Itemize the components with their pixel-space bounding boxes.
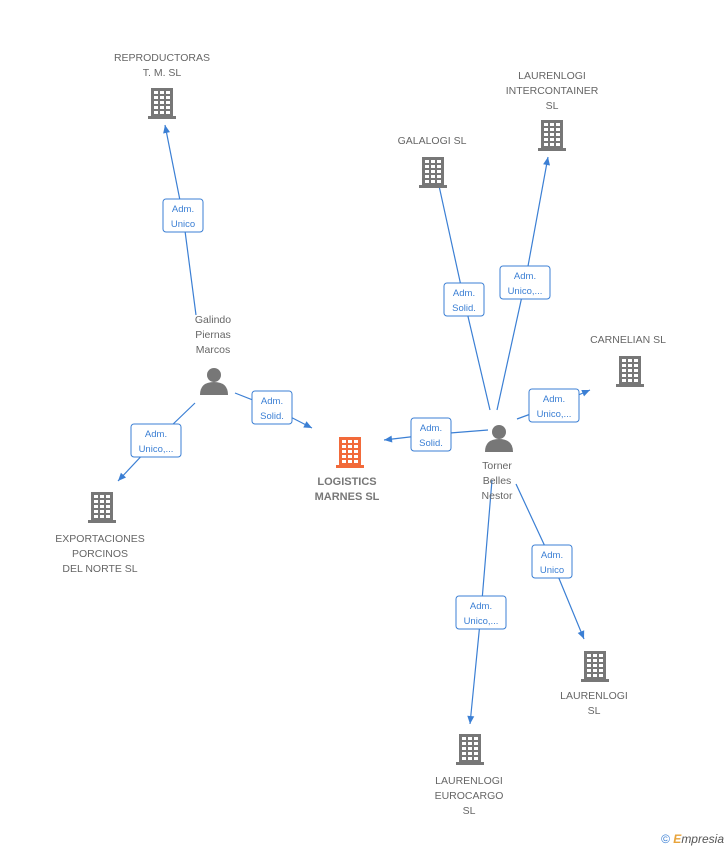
edge-torner-to-carnelian: Adm. Unico,... <box>516 388 591 423</box>
edge-label-text: Adm. <box>261 396 283 407</box>
edge-label-text: Adm. <box>420 423 442 434</box>
edge-label-box[interactable] <box>130 423 182 458</box>
node-label: Belles <box>483 475 512 487</box>
arrowhead-icon <box>303 421 312 428</box>
node-label: EXPORTACIONES <box>55 533 144 545</box>
edge-label-text: Adm. <box>543 394 565 405</box>
node-label: Nestor <box>482 490 513 502</box>
node-label: LAURENLOGI <box>435 775 503 787</box>
brand-logo-text: mpresia <box>681 832 724 846</box>
building-icon <box>419 157 447 188</box>
edge-label-box[interactable] <box>443 282 485 317</box>
arrowhead-icon <box>118 472 127 481</box>
edge-label-text: Unico <box>171 219 195 230</box>
node-logistics[interactable]: LOGISTICS MARNES SL <box>315 437 380 503</box>
edge-torner-to-galalogi: Adm. Solid. <box>432 162 491 411</box>
edge-label-text: Adm. <box>514 271 536 282</box>
arrowhead-icon <box>163 125 170 134</box>
arrowhead-icon <box>543 157 551 166</box>
node-carnelian[interactable]: CARNELIAN SL <box>590 334 666 387</box>
edge-label-text: Solid. <box>452 303 476 314</box>
edge-label-text: Adm. <box>145 429 167 440</box>
node-label: CARNELIAN SL <box>590 334 666 346</box>
edge-label-text: Solid. <box>419 438 443 449</box>
node-label: Marcos <box>196 344 230 356</box>
edge-label-text: Unico,... <box>139 444 174 455</box>
node-label: SL <box>546 100 559 112</box>
building-icon <box>336 437 364 468</box>
edge-label-text: Unico,... <box>508 286 543 297</box>
building-icon <box>616 356 644 387</box>
edge-label-text: Adm. <box>541 550 563 561</box>
building-icon <box>148 88 176 119</box>
copyright-symbol: © <box>661 832 670 846</box>
building-icon <box>538 120 566 151</box>
node-exportaciones[interactable]: EXPORTACIONES PORCINOS DEL NORTE SL <box>55 492 145 575</box>
edge-label-text: Unico,... <box>464 616 499 627</box>
edge-label-box[interactable] <box>251 390 293 425</box>
node-label: T. M. SL <box>143 67 182 79</box>
node-label: LAURENLOGI <box>560 690 628 702</box>
edge-label-text: Adm. <box>470 601 492 612</box>
arrowhead-icon <box>581 389 590 397</box>
edge-label-box[interactable] <box>528 388 580 423</box>
node-reproductoras[interactable]: REPRODUCTORAS T. M. SL <box>114 52 210 119</box>
edge-label-box[interactable] <box>162 198 204 233</box>
edge-galindo-to-exportaciones: Adm. Unico,... <box>117 402 196 482</box>
node-label: MARNES SL <box>315 491 380 503</box>
edge-galindo-to-logistics: Adm. Solid. <box>234 390 313 429</box>
building-icon <box>456 734 484 765</box>
arrowhead-icon <box>467 715 475 724</box>
edge-label-box[interactable] <box>455 595 507 630</box>
edge-torner-to-logistics: Adm. Solid. <box>383 417 489 452</box>
node-label: Piernas <box>195 329 231 341</box>
node-label: SL <box>588 705 601 717</box>
node-laurenlogi[interactable]: LAURENLOGI SL <box>560 651 628 717</box>
node-label: GALALOGI SL <box>398 135 467 147</box>
edge-torner-to-laurenlogi_intercontainer: Adm. Unico,... <box>496 156 551 411</box>
node-label: SL <box>463 805 476 817</box>
person-icon <box>200 368 228 395</box>
node-label: EUROCARGO <box>435 790 504 802</box>
edge-label-box[interactable] <box>410 417 452 452</box>
edge-galindo-to-reproductoras: Adm. Unico <box>162 124 204 316</box>
node-label: INTERCONTAINER <box>506 85 599 97</box>
edge-torner-to-laurenlogi_eurocargo: Adm. Unico,... <box>455 479 507 725</box>
node-label: LAURENLOGI <box>518 70 586 82</box>
node-label: Galindo <box>195 314 231 326</box>
node-label: LOGISTICS <box>317 476 376 488</box>
edge-label-text: Adm. <box>172 204 194 215</box>
edge-label-box[interactable] <box>499 265 551 300</box>
edge-label-text: Unico <box>540 565 564 576</box>
person-icon <box>485 425 513 452</box>
node-label: PORCINOS <box>72 548 128 560</box>
building-icon <box>581 651 609 682</box>
arrowhead-icon <box>577 630 585 639</box>
node-laurenlogi_eurocargo[interactable]: LAURENLOGI EUROCARGO SL <box>435 734 504 817</box>
edge-torner-to-laurenlogi: Adm. Unico <box>515 483 585 640</box>
arrowhead-icon <box>384 435 393 443</box>
node-label: REPRODUCTORAS <box>114 52 210 64</box>
node-galalogi[interactable]: GALALOGI SL <box>398 135 467 188</box>
node-label: Torner <box>482 460 512 472</box>
node-label: DEL NORTE SL <box>62 563 137 575</box>
footer-brand: © Empresia <box>661 832 724 846</box>
edge-label-box[interactable] <box>531 544 573 579</box>
brand-logo-initial: E <box>673 832 682 846</box>
building-icon <box>88 492 116 523</box>
edge-label-text: Adm. <box>453 288 475 299</box>
node-laurenlogi_intercontainer[interactable]: LAURENLOGI INTERCONTAINER SL <box>506 70 599 151</box>
edge-label-text: Solid. <box>260 411 284 422</box>
edge-label-text: Unico,... <box>537 409 572 420</box>
